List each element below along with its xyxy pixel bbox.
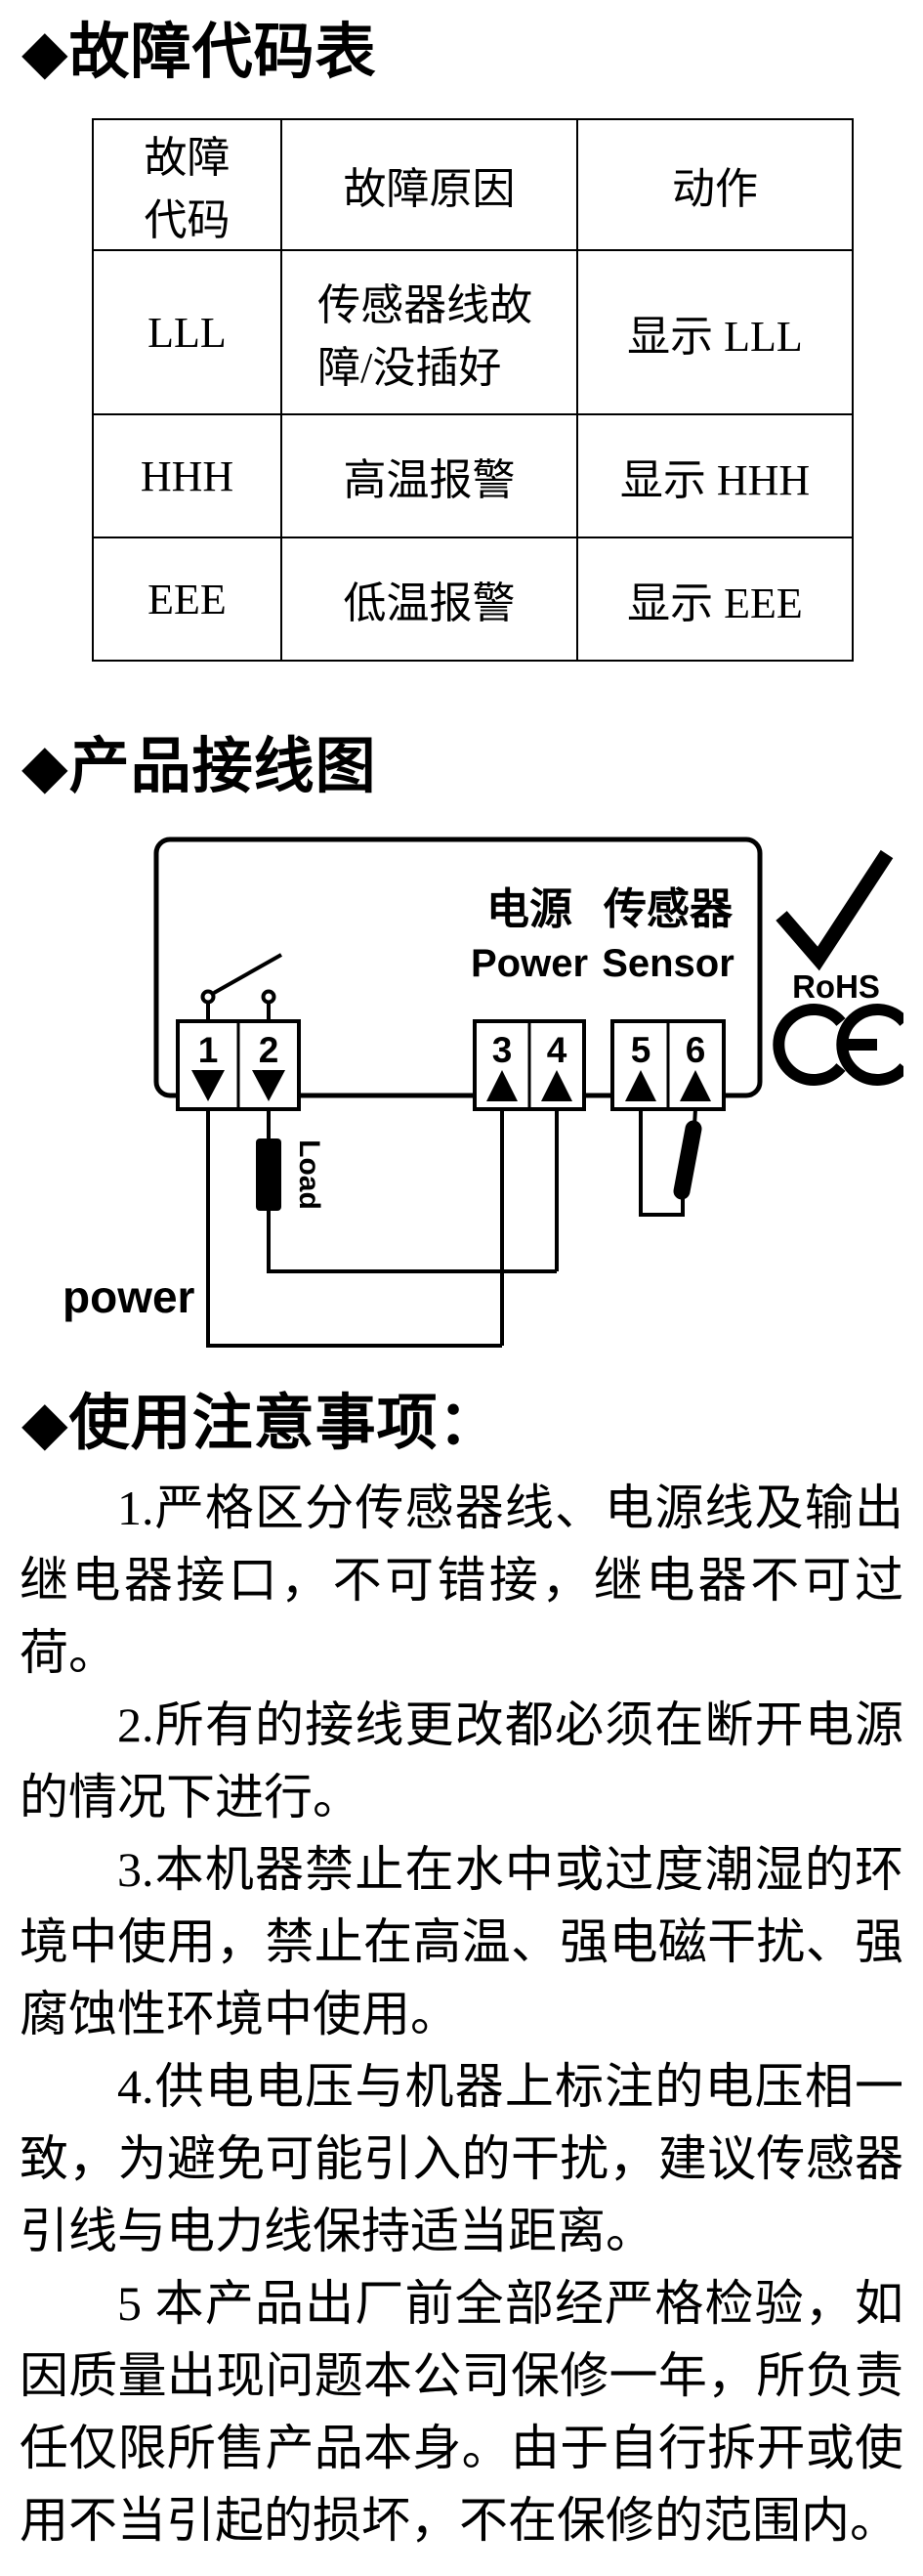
col-header-fault-cause: 故障原因 bbox=[280, 118, 578, 252]
table-row: EEE 低温报警 显示 EEE bbox=[92, 537, 854, 663]
terminal-screw-icon bbox=[541, 1069, 572, 1101]
fault-code-cell: LLL bbox=[92, 249, 282, 416]
relay-switch-icon bbox=[200, 952, 282, 1021]
table-header-row: 故障代码 故障原因 动作 bbox=[92, 118, 854, 252]
load-label: Load bbox=[293, 1139, 325, 1210]
mains-power-label: power bbox=[63, 1271, 195, 1322]
section-heading-fault-codes: ◆故障代码表 bbox=[21, 19, 377, 86]
load-element: Load bbox=[256, 1138, 325, 1211]
precaution-item-5: 5 本产品出厂前全部经严格检验，如因质量出现问题本公司保修一年，所负责任仅限所售… bbox=[20, 2275, 903, 2548]
terminal-screw-icon bbox=[252, 1069, 285, 1101]
table-row: LLL 传感器线故障/没插好 显示 LLL bbox=[92, 249, 854, 416]
section-heading-precautions: ◆使用注意事项： bbox=[21, 1389, 500, 1457]
precaution-item-3: 3.本机器禁止在水中或过度潮湿的环境中使用，禁止在高温、强电磁干扰、强腐蚀性环境… bbox=[20, 1841, 903, 2041]
fault-cause-cell: 传感器线故障/没插好 bbox=[280, 249, 578, 416]
rohs-label: RoHS bbox=[792, 968, 880, 1005]
terminal-screw-icon bbox=[486, 1069, 518, 1101]
terminal-block-relay: 1 2 bbox=[176, 1018, 301, 1111]
fault-code-cell: HHH bbox=[92, 413, 282, 539]
precaution-item-4: 4.供电电压与机器上标注的电压相一致，为避免可能引入的干扰，建议传感器引线与电力… bbox=[20, 2058, 903, 2258]
fault-action-cell: 显示 HHH bbox=[576, 413, 854, 539]
col-header-fault-code-label: 故障代码 bbox=[144, 134, 231, 245]
power-label-en: Power bbox=[471, 942, 588, 985]
wire-load-to-power bbox=[267, 1208, 557, 1273]
col-header-action: 动作 bbox=[576, 118, 854, 252]
terminal-block-power: 3 4 bbox=[473, 1018, 586, 1111]
precaution-item-2: 2.所有的接线更改都必须在断开电源的情况下进行。 bbox=[20, 1696, 903, 1825]
precaution-item-1: 1.严格区分传感器线、电源线及输出继电器接口，不可错接，继电器不可过荷。 bbox=[20, 1480, 903, 1680]
terminal-number: 4 bbox=[547, 1030, 567, 1070]
col-header-fault-code: 故障代码 bbox=[92, 118, 282, 252]
terminal-number: 3 bbox=[492, 1030, 513, 1070]
sensor-label-en: Sensor bbox=[602, 942, 734, 985]
terminal-number: 6 bbox=[686, 1030, 706, 1070]
terminal-block-sensor: 5 6 bbox=[610, 1018, 726, 1111]
section-heading-wiring: ◆产品接线图 bbox=[21, 733, 377, 801]
load-resistor-icon bbox=[256, 1138, 281, 1211]
terminal-screw-icon bbox=[625, 1069, 656, 1101]
terminal-number: 2 bbox=[259, 1030, 279, 1070]
rohs-checkmark-icon: RoHS bbox=[776, 849, 894, 1005]
fault-code-cell: EEE bbox=[92, 537, 282, 663]
fault-cause-cell: 低温报警 bbox=[280, 537, 578, 663]
terminal-screw-icon bbox=[680, 1069, 711, 1101]
terminal-number: 1 bbox=[198, 1030, 219, 1070]
wiring-diagram: 电源 Power 传感器 Sensor 1 2 3 4 bbox=[63, 837, 903, 1348]
wires bbox=[206, 1108, 697, 1348]
wire-sensor-loop bbox=[639, 1108, 685, 1217]
fault-cause-cell: 高温报警 bbox=[280, 413, 578, 539]
fault-cause-text: 传感器线故障/没插好 bbox=[317, 281, 533, 393]
fault-action-cell: 显示 LLL bbox=[576, 249, 854, 416]
fault-action-cell: 显示 EEE bbox=[576, 537, 854, 663]
table-row: HHH 高温报警 显示 HHH bbox=[92, 413, 854, 539]
terminal-number: 5 bbox=[631, 1030, 651, 1070]
ce-mark-icon bbox=[773, 1003, 903, 1086]
controller-outline bbox=[153, 837, 763, 1098]
terminal-screw-icon bbox=[191, 1069, 225, 1101]
power-label-cn: 电源 bbox=[486, 885, 572, 933]
wire-relay1-to-power bbox=[206, 1108, 502, 1348]
sensor-probe-icon bbox=[673, 1120, 702, 1200]
fault-code-table: 故障代码 故障原因 动作 LLL 传感器线故障/没插好 显示 LLL HHH 高… bbox=[92, 118, 854, 663]
sensor-label-cn: 传感器 bbox=[603, 885, 734, 933]
